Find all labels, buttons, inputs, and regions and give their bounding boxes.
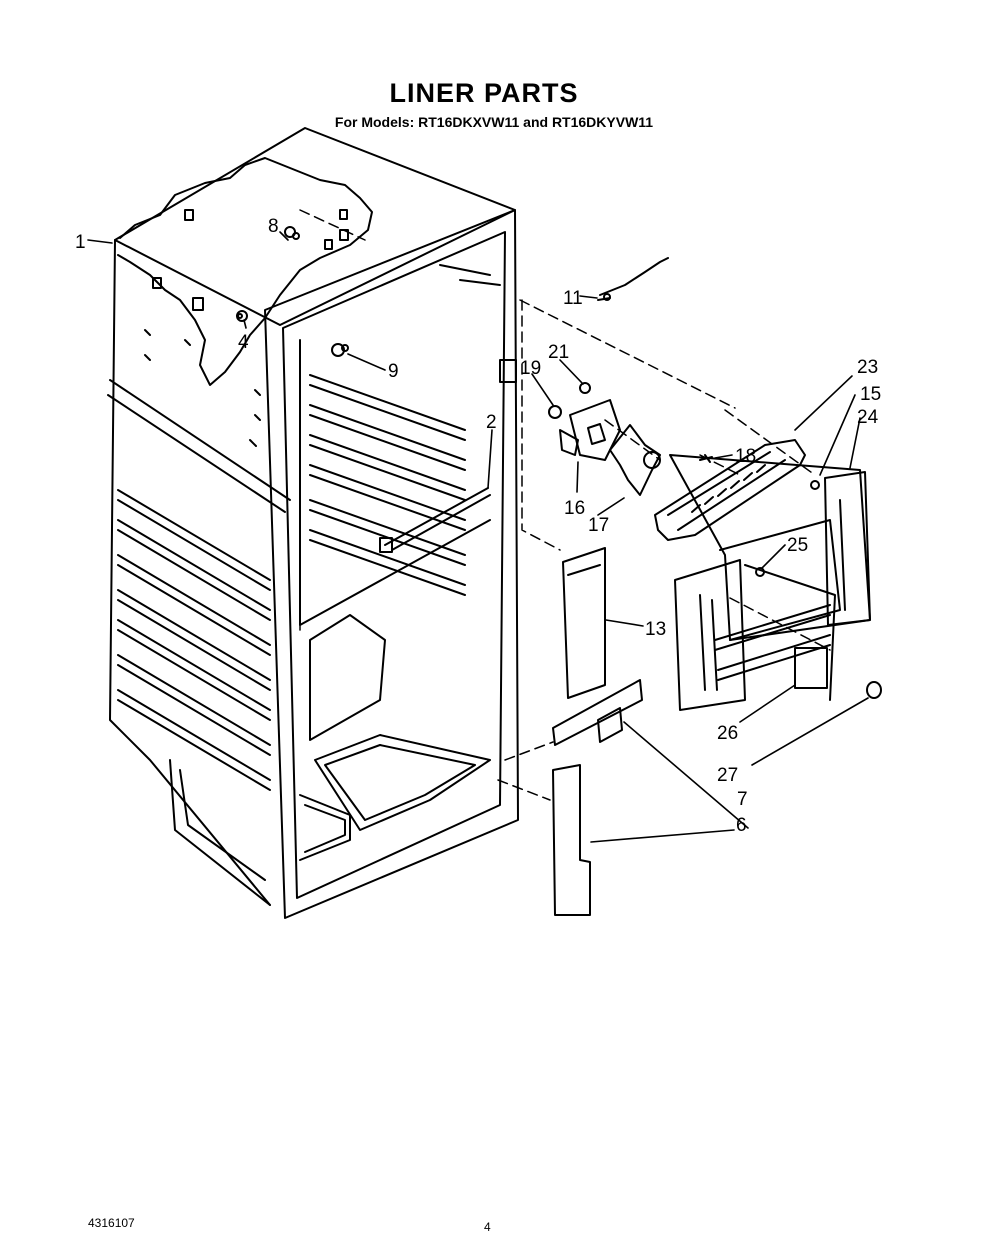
callout-21: 21 bbox=[548, 342, 569, 363]
callout-25: 25 bbox=[787, 535, 808, 556]
page-title: LINER PARTS bbox=[389, 78, 579, 108]
bracket-7 bbox=[552, 679, 643, 746]
callout-27: 27 bbox=[717, 765, 738, 786]
callout-18: 18 bbox=[735, 446, 756, 467]
callout-24: 24 bbox=[857, 407, 879, 428]
callout-9: 9 bbox=[388, 361, 399, 382]
callout-7: 7 bbox=[737, 789, 748, 810]
callout-23: 23 bbox=[857, 357, 878, 378]
callout-numbers: 1 8 4 9 11 21 19 2 23 15 24 18 16 17 25 … bbox=[75, 216, 881, 836]
callout-11: 11 bbox=[563, 288, 583, 309]
callout-15: 15 bbox=[860, 384, 881, 405]
liner-cabinet bbox=[107, 127, 519, 919]
callout-1: 1 bbox=[75, 232, 86, 253]
page-number: 4 bbox=[484, 1220, 491, 1234]
callout-8: 8 bbox=[268, 216, 279, 237]
callout-26: 26 bbox=[717, 723, 738, 744]
callout-13: 13 bbox=[645, 619, 666, 640]
leader-lines bbox=[87, 231, 869, 843]
callout-19: 19 bbox=[520, 358, 541, 379]
control-panel bbox=[669, 454, 882, 711]
document-number: 4316107 bbox=[88, 1216, 135, 1230]
callout-6: 6 bbox=[736, 815, 747, 836]
callout-2: 2 bbox=[486, 412, 497, 433]
dashed-assembly-lines bbox=[299, 209, 831, 801]
callout-16: 16 bbox=[564, 498, 585, 519]
panel-6 bbox=[552, 764, 591, 916]
callout-17: 17 bbox=[588, 515, 609, 536]
model-subtitle: For Models: RT16DKXVW11 and RT16DKYVW11 bbox=[334, 114, 654, 130]
panel-13 bbox=[562, 547, 606, 699]
callout-4: 4 bbox=[238, 332, 249, 353]
